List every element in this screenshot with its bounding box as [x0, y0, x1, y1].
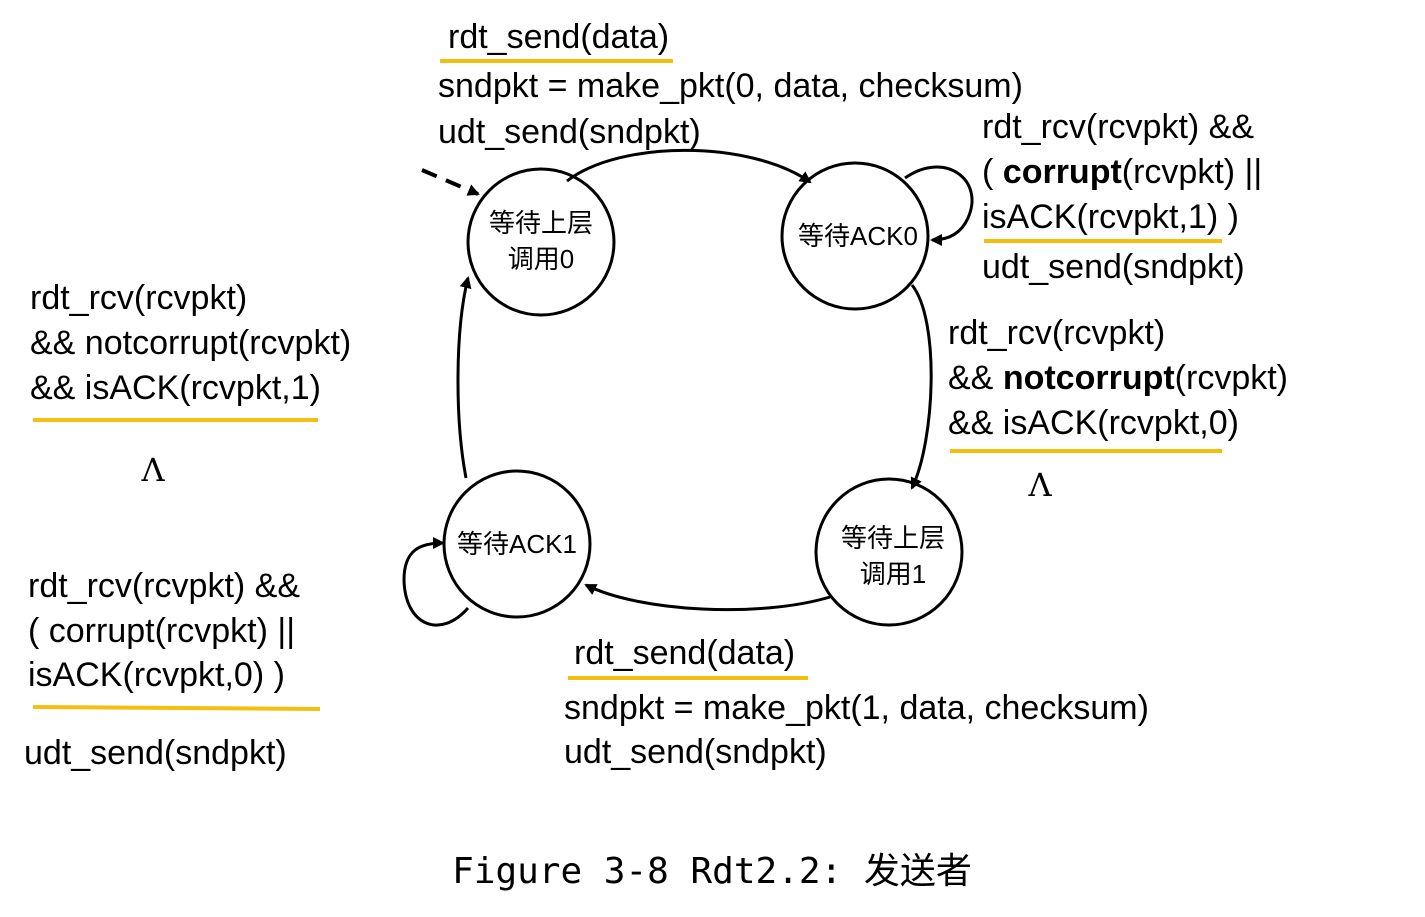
- event-line-1: rdt_rcv(rcvpkt) &&: [982, 108, 1254, 146]
- state-wait-ack-0-label: 等待ACK0: [798, 221, 918, 251]
- state-wait-ack-0: 等待ACK0: [780, 161, 930, 311]
- event-line-3: isACK(rcvpkt,1) ): [982, 198, 1239, 236]
- figure-caption: Figure 3-8 Rdt2.2: 发送者: [452, 851, 972, 892]
- action-text-2: udt_send(sndpkt): [438, 113, 701, 151]
- event-line-1: rdt_rcv(rcvpkt): [30, 279, 247, 317]
- initial-state-arrow: [421, 168, 480, 196]
- arrow-ack0-to-call1: [910, 284, 933, 490]
- event-line-2: ( corrupt(rcvpkt) ||: [28, 612, 295, 650]
- state-wait-ack-1-label: 等待ACK1: [457, 529, 577, 559]
- action-text-2: udt_send(sndpkt): [564, 733, 827, 771]
- state-wait-call-0: 等待上层 调用0: [466, 167, 616, 317]
- arrow-call1-to-ack1: [584, 583, 831, 612]
- state-wait-call-0-label-2: 调用0: [508, 244, 574, 274]
- label-call1-to-ack1: rdt_send(data) sndpkt = make_pkt(1, data…: [564, 634, 1149, 771]
- event-line-2: ( corrupt(rcvpkt) ||: [982, 153, 1262, 191]
- action-text: udt_send(sndpkt): [24, 734, 287, 772]
- state-wait-call-0-label-1: 等待上层: [489, 208, 593, 238]
- event-underline: [32, 705, 321, 711]
- lambda-action: Λ: [140, 451, 165, 489]
- label-ack1-to-call0: rdt_rcv(rcvpkt) && notcorrupt(rcvpkt) &&…: [30, 279, 351, 489]
- arrow-ack1-self-loop: [402, 537, 470, 627]
- event-line-1: rdt_rcv(rcvpkt): [948, 314, 1165, 352]
- event-line-3: && isACK(rcvpkt,1): [30, 369, 321, 407]
- arrow-call0-to-ack0: [566, 148, 812, 184]
- arrow-ack1-to-call0: [456, 276, 472, 479]
- action-text: udt_send(sndpkt): [982, 248, 1245, 286]
- lambda-action: Λ: [1027, 466, 1052, 504]
- event-text: rdt_send(data): [448, 18, 669, 56]
- event-text: rdt_send(data): [574, 634, 795, 672]
- event-line-2: && notcorrupt(rcvpkt): [30, 324, 351, 362]
- state-wait-call-1-label-1: 等待上层: [841, 523, 945, 553]
- state-wait-call-1: 等待上层 调用1: [814, 477, 964, 627]
- arrow-ack0-self-loop: [904, 165, 974, 246]
- label-ack1-self-loop: rdt_rcv(rcvpkt) && ( corrupt(rcvpkt) || …: [24, 567, 321, 772]
- event-line-2: && notcorrupt(rcvpkt): [948, 359, 1288, 397]
- label-ack0-self-loop: rdt_rcv(rcvpkt) && ( corrupt(rcvpkt) || …: [982, 108, 1262, 286]
- state-wait-call-1-label-2: 调用1: [860, 559, 926, 589]
- state-wait-ack-1: 等待ACK1: [442, 469, 592, 619]
- action-text-1: sndpkt = make_pkt(0, data, checksum): [438, 67, 1023, 105]
- event-line-3: && isACK(rcvpkt,0): [948, 404, 1239, 442]
- label-call0-to-ack0: rdt_send(data) sndpkt = make_pkt(0, data…: [438, 18, 1023, 151]
- label-ack0-to-call1: rdt_rcv(rcvpkt) && notcorrupt(rcvpkt) &&…: [948, 314, 1288, 504]
- action-text-1: sndpkt = make_pkt(1, data, checksum): [564, 689, 1149, 727]
- event-line-1: rdt_rcv(rcvpkt) &&: [28, 567, 300, 605]
- event-line-3: isACK(rcvpkt,0) ): [28, 656, 285, 694]
